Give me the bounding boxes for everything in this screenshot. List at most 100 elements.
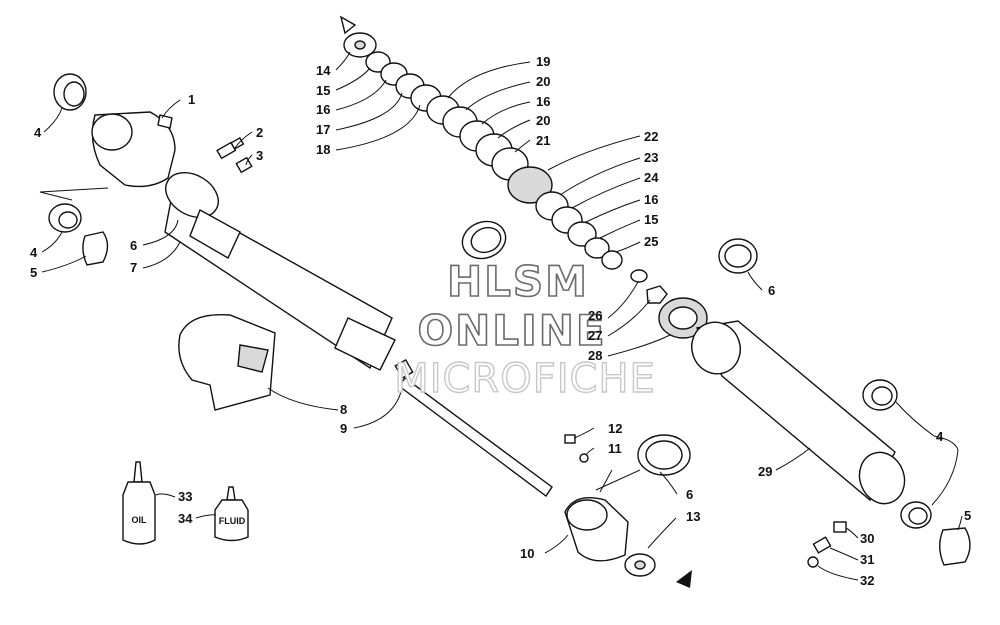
oil-bottle: OIL: [122, 461, 156, 545]
callout-5b: 5: [964, 508, 971, 523]
part-30: [833, 521, 847, 533]
callout-16c: 16: [644, 192, 658, 207]
callout-16b: 16: [536, 94, 550, 109]
shaft-assembly: [398, 377, 553, 498]
fluid-bottle-label: FLUID: [219, 516, 246, 526]
washer-26: [630, 269, 648, 283]
valve-cap: [235, 156, 253, 174]
piston-assembly: [564, 434, 692, 588]
callout-labels: 1 2 3 4 4 5 6 7 8 9 10 11 12 13 6 14 15 …: [30, 54, 971, 588]
leader-lines: [41, 51, 963, 581]
part-31: [812, 536, 832, 554]
part-32: [807, 556, 819, 568]
callout-28: 28: [588, 348, 602, 363]
callout-34: 34: [178, 511, 193, 526]
sleeve-5: [939, 527, 971, 566]
callout-1: 1: [188, 92, 195, 107]
callout-5a: 5: [30, 265, 37, 280]
piston: [507, 166, 553, 204]
callout-22: 22: [644, 129, 658, 144]
fluid-bottle-nozzle: [226, 486, 236, 501]
top-eye-assembly: [39, 73, 253, 266]
eyelet-tab: [157, 114, 173, 129]
sleeve: [82, 231, 109, 266]
callout-4a: 4: [34, 125, 42, 140]
o-ring-6-inner: [724, 244, 752, 268]
callout-33: 33: [178, 489, 192, 504]
end-cap-28-inner: [668, 306, 698, 330]
callout-26: 26: [588, 308, 602, 323]
shim-15b: [584, 237, 610, 259]
callout-10: 10: [520, 546, 534, 561]
callout-13: 13: [686, 509, 700, 524]
reservoir-assembly: [658, 238, 971, 568]
callout-7: 7: [130, 260, 137, 275]
callout-19: 19: [536, 54, 550, 69]
bushing-right-top-bore: [871, 386, 893, 406]
callout-15b: 15: [644, 212, 658, 227]
callout-9: 9: [340, 421, 347, 436]
callout-29: 29: [758, 464, 772, 479]
callout-32: 32: [860, 573, 874, 588]
shock-body-threads-bottom: [334, 317, 396, 371]
callout-14: 14: [316, 63, 331, 78]
bushing-lower-bore: [58, 211, 78, 229]
shim-stack: [339, 15, 668, 304]
callout-12: 12: [608, 421, 622, 436]
bushing-right-lower-bore: [908, 507, 928, 525]
shim-14-hole: [354, 40, 366, 50]
arrow-bottom-icon: [676, 570, 692, 588]
fluid-bottle: FLUID: [214, 486, 249, 542]
arrow-top-icon: [339, 15, 357, 35]
watermark-line-1: HLSM: [447, 257, 589, 306]
shock-body-threads-top: [189, 209, 241, 259]
fluid-bottle-body: [214, 499, 249, 542]
callout-23: 23: [644, 150, 658, 165]
watermark: HLSM ONLINE MICROFICHE: [393, 256, 656, 403]
oil-bottle-body: [122, 481, 156, 545]
seal-ring-6-inner: [645, 440, 683, 470]
shaft-top-nut: [394, 358, 414, 380]
callout-21: 21: [536, 133, 550, 148]
watermark-line-3: MICROFICHE: [394, 356, 656, 402]
shaft-rod: [398, 377, 553, 498]
washer-13-hole: [634, 560, 646, 570]
piston-face: [566, 499, 608, 531]
callout-16a: 16: [316, 102, 330, 117]
callout-8: 8: [340, 402, 347, 417]
callout-6c: 6: [768, 283, 775, 298]
oil-bottle-nozzle: [133, 461, 143, 483]
callout-4c: 4: [936, 429, 944, 444]
callout-20b: 20: [536, 113, 550, 128]
sleeve-logo: [237, 344, 269, 373]
callout-24: 24: [644, 170, 659, 185]
reservoir-top: [691, 321, 741, 375]
part-11: [579, 453, 589, 463]
callout-11: 11: [608, 441, 622, 456]
callout-2: 2: [256, 125, 263, 140]
sleeve-shield: [178, 313, 276, 411]
shock-body: [164, 172, 414, 380]
callout-3: 3: [256, 148, 263, 163]
nut-27: [646, 285, 668, 304]
callout-6b: 6: [686, 487, 693, 502]
valve-fitting-tip: [230, 136, 245, 150]
callout-15a: 15: [316, 83, 330, 98]
callout-6a: 6: [130, 238, 137, 253]
callout-27: 27: [588, 328, 602, 343]
piston-ring-inner: [470, 226, 502, 254]
shim-25: [601, 250, 623, 270]
callout-25: 25: [644, 234, 658, 249]
reservoir-bottom-eye: [858, 451, 906, 505]
callout-17: 17: [316, 122, 330, 137]
callout-18: 18: [316, 142, 330, 157]
oil-bottle-label: OIL: [132, 515, 148, 525]
protective-sleeve: [178, 313, 276, 411]
shock-body-top-ring: [165, 172, 219, 218]
eyelet-bore: [91, 113, 133, 151]
callout-30: 30: [860, 531, 874, 546]
watermark-line-2: ONLINE: [417, 306, 606, 355]
bushing-top-bore: [63, 81, 85, 107]
